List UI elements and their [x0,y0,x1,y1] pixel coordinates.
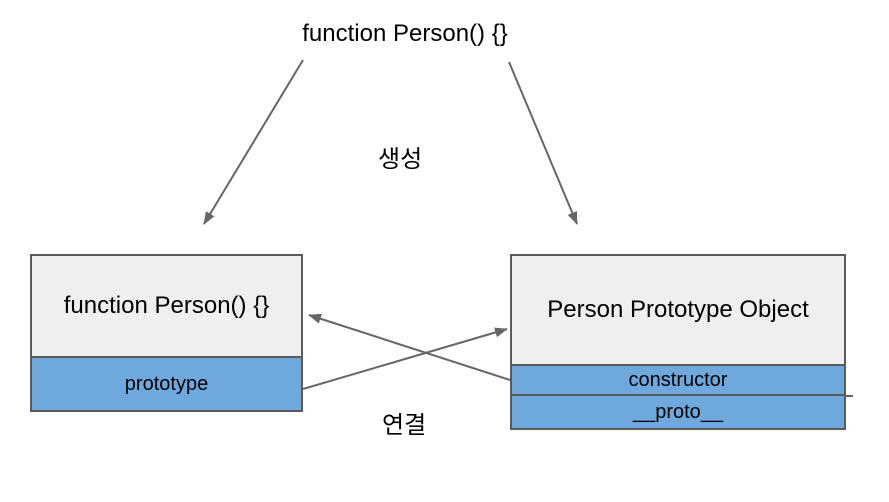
creation-label: 생성 [378,146,423,173]
function-person-box: function Person() {} prototype [30,254,303,412]
constructor-to-function-arrow [308,313,511,381]
function-person-box-header: function Person() {} [32,256,301,356]
creation-arrow-right [508,61,578,225]
prototype-to-object-arrow [302,327,508,390]
diagram-title: function Person() {} [302,20,508,47]
person-prototype-object-box-header: Person Prototype Object [512,256,844,364]
proto-row: __proto__ [512,394,844,428]
prototype-row: prototype [32,356,301,410]
link-label: 연결 [382,412,427,439]
constructor-row: constructor [512,364,844,394]
creation-arrow-left [203,59,304,225]
person-prototype-object-box: Person Prototype Object constructor __pr… [510,254,846,430]
